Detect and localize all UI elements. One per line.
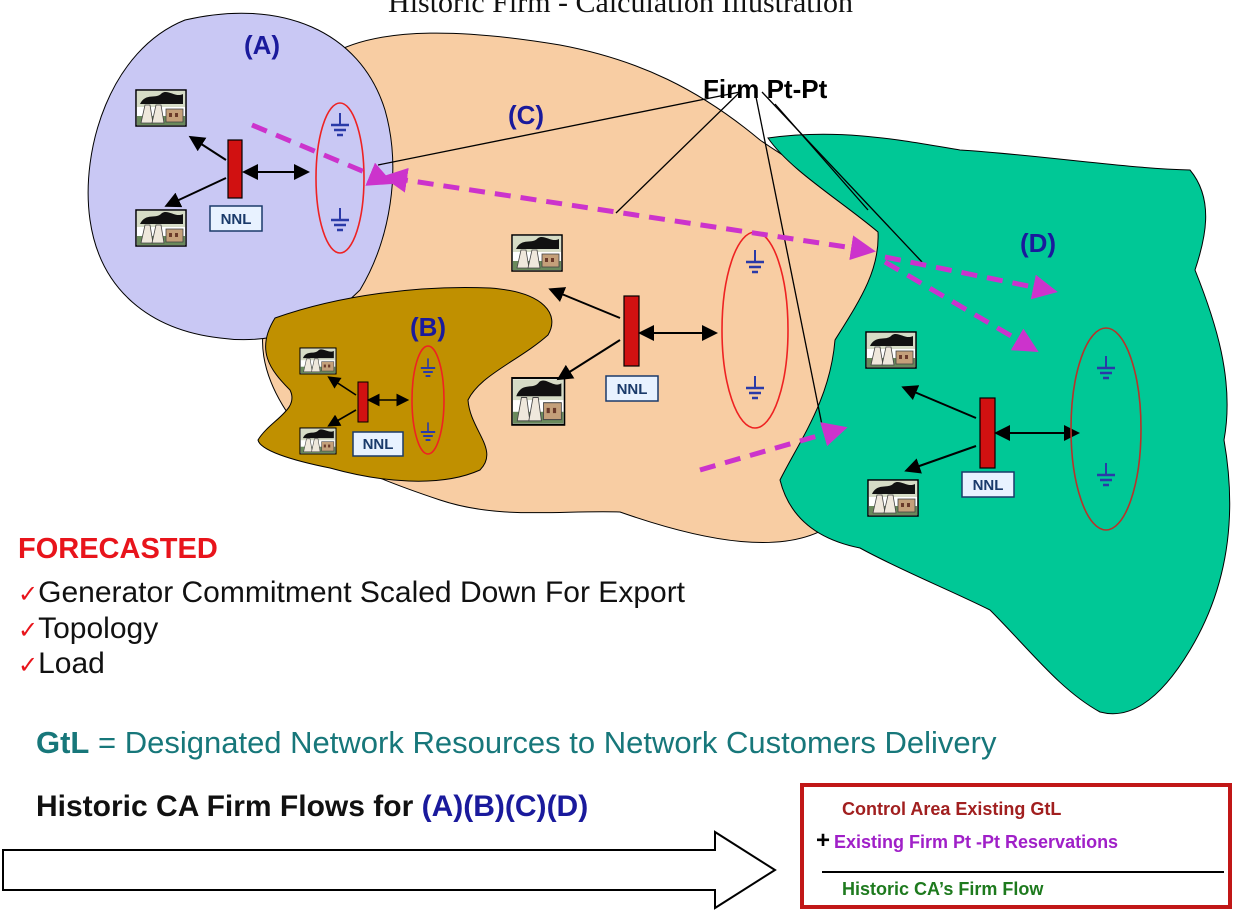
busbar-icon [979,397,996,469]
diagram-title: Historic Firm - Calculation Illustration [388,0,853,19]
region-d-label: (D) [1020,228,1056,258]
nnl-tag: NNL [605,375,659,402]
generator-icon [511,234,563,272]
forecast-item: ✓Topology [18,612,159,645]
forecast-heading: FORECASTED [18,533,218,565]
legend-line-gtl: Control Area Existing GtL [842,799,1062,819]
generator-icon [299,427,337,455]
check-icon: ✓ [18,651,39,679]
check-icon: ✓ [18,616,39,644]
busbar-icon [623,295,640,367]
result-legend-box: Control Area Existing GtL + Existing Fir… [800,783,1232,909]
plus-icon: + [816,827,831,854]
firm-pt-pt-label: Firm Pt-Pt [703,74,828,104]
region-a-label: (A) [244,30,280,60]
busbar-icon [357,381,369,423]
svg-text:NNL: NNL [617,381,648,398]
nnl-tag: NNL [209,205,263,232]
region-d-area [767,133,1231,715]
forecast-item: ✓Load [18,647,105,680]
region-c-label: (C) [508,100,544,130]
svg-text:NNL: NNL [973,477,1004,494]
region-b-label: (B) [410,312,446,342]
svg-text:NNL: NNL [363,436,394,453]
region-a-network: NNL [135,89,365,254]
generator-icon [135,89,187,127]
region-c-network: NNL [511,231,789,429]
legend-line-historic: Historic CA’s Firm Flow [842,879,1044,899]
svg-text:NNL: NNL [221,211,252,228]
nnl-tag: NNL [352,431,404,457]
legend-line-firm-pt-pt: Existing Firm Pt -Pt Reservations [834,832,1119,852]
load-ellipse [1070,327,1142,531]
region-d-network: NNL [865,327,1142,531]
load-ellipse [411,345,445,455]
sum-divider [822,871,1224,873]
busbar-icon [227,139,243,199]
generator-icon [299,347,337,375]
historic-flows-title: Historic CA Firm Flows for (A)(B)(C)(D) [36,790,589,823]
gtl-definition: GtL = Designated Network Resources to Ne… [36,725,997,760]
big-outline-arrow [2,830,777,910]
region-b-network: NNL [299,345,445,457]
generator-icon [867,479,919,517]
forecast-item: ✓Generator Commitment Scaled Down For Ex… [18,576,686,609]
generator-icon [511,377,566,426]
generator-icon [135,209,187,247]
firm-flow-arrows [251,122,1058,473]
nnl-tag: NNL [961,471,1015,498]
load-ellipse [315,102,365,254]
check-icon: ✓ [18,580,39,608]
generator-icon [865,331,917,369]
